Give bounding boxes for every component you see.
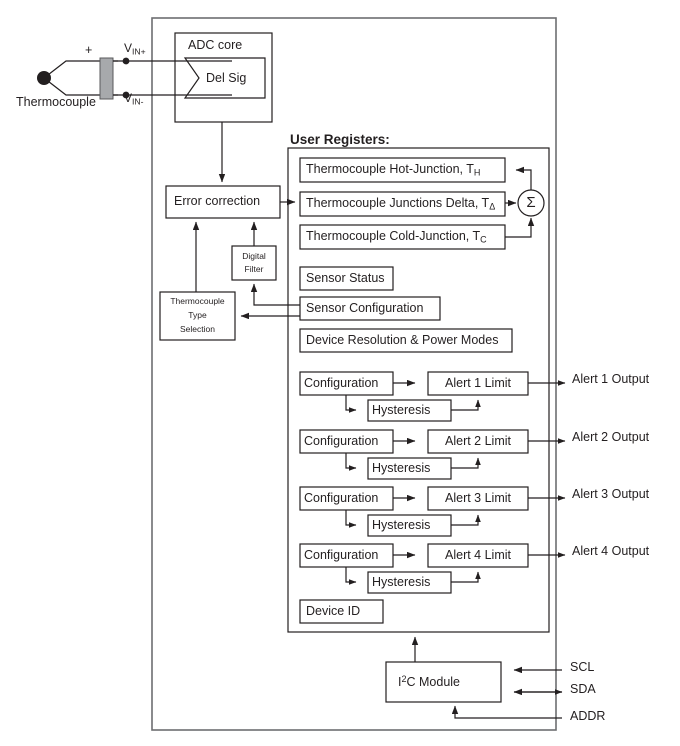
error-correction-label: Error correction	[174, 194, 261, 208]
sda-pin-label: SDA	[570, 682, 596, 696]
alert-4-limit-label: Alert 4 Limit	[445, 548, 511, 562]
alert-2-hysteresis-label: Hysteresis	[372, 461, 431, 475]
alert-1-limit-label: Alert 1 Limit	[445, 376, 511, 390]
junctions-delta-text: Thermocouple Junctions Delta, T	[306, 196, 490, 210]
vin-plus-base: V	[124, 41, 133, 55]
alert-2-limit-label: Alert 2 Limit	[445, 434, 511, 448]
device-resolution-label: Device Resolution & Power Modes	[306, 333, 499, 347]
i2c-module-i: I	[398, 674, 402, 689]
alert-3-config-to-hysteresis-arrow	[345, 510, 357, 528]
alert-3-hysteresis-label: Hysteresis	[372, 518, 431, 532]
terminal-block-connector	[99, 57, 114, 100]
alert-4-configuration-label: Configuration	[304, 548, 379, 562]
alert-4-hysteresis-to-limit-arrow	[451, 571, 481, 583]
alert-2-config-to-hysteresis-arrow	[345, 453, 357, 471]
hot-junction-text: Thermocouple Hot-Junction, T	[306, 162, 474, 176]
alert-4-config-to-hysteresis-arrow	[345, 567, 357, 585]
digital-filter-label-line2: Filter	[244, 264, 264, 274]
del-sig-label: Del Sig	[206, 71, 247, 85]
alert-3-output-label: Alert 3 Output	[572, 487, 650, 501]
alert-3-configuration-label: Configuration	[304, 491, 379, 505]
alert-1-hysteresis-label: Hysteresis	[372, 403, 431, 417]
vin-plus-subscript: IN+	[132, 46, 146, 57]
cold-junction-register-label: Thermocouple Cold-Junction, TC	[306, 230, 487, 245]
cold-junction-subscript: C	[480, 234, 487, 245]
thermocouple-label: Thermocouple	[16, 95, 96, 109]
junctions-delta-register-label: Thermocouple Junctions Delta, TΔ	[306, 197, 495, 212]
thermocouple-type-selection-box	[159, 291, 236, 341]
hot-junction-register-label: Thermocouple Hot-Junction, TH	[306, 163, 480, 178]
sum-to-hot-junction-arrow	[515, 166, 532, 190]
i2c-module-label: I2C Module	[398, 674, 461, 689]
alert-1-configuration-label: Configuration	[304, 376, 379, 390]
vin-plus-node-dot	[122, 57, 130, 65]
thermocouple-junction-dot	[37, 71, 51, 85]
i2c-module-box	[385, 661, 502, 703]
alert-3-limit-label: Alert 3 Limit	[445, 491, 511, 505]
sensor-status-label: Sensor Status	[306, 271, 385, 285]
alert-4-output-label: Alert 4 Output	[572, 544, 650, 558]
device-boundary	[151, 17, 557, 731]
sensor-configuration-box	[299, 296, 441, 321]
vin-minus-base: V	[124, 91, 133, 105]
vin-minus-label: VIN-	[124, 92, 144, 106]
i2c-module-rest: C Module	[406, 674, 461, 689]
alert-1-output-label: Alert 1 Output	[572, 372, 650, 386]
sensor-config-to-digital-filter-arrow	[250, 283, 300, 306]
hot-junction-subscript: H	[473, 167, 481, 178]
addr-pin-label: ADDR	[570, 709, 606, 723]
cold-junction-text: Thermocouple Cold-Junction, T	[306, 229, 481, 243]
summing-node-symbol: Σ	[526, 194, 536, 211]
device-resolution-box	[299, 328, 513, 353]
adc-core-box	[174, 32, 273, 123]
device-id-label: Device ID	[306, 604, 361, 618]
cold-junction-to-sum-arrow	[505, 217, 535, 238]
alert-2-output-label: Alert 2 Output	[572, 430, 650, 444]
type-selection-label-line2: Type	[188, 310, 207, 320]
scl-pin-label: SCL	[570, 660, 595, 674]
alert-1-config-to-hysteresis-arrow	[345, 395, 357, 413]
digital-filter-label-line1: Digital	[242, 251, 266, 261]
junctions-delta-subscript: Δ	[489, 201, 496, 212]
type-selection-label-line1: Thermocouple	[170, 296, 225, 306]
vin-minus-subscript: IN-	[132, 96, 144, 107]
alert-3-hysteresis-to-limit-arrow	[451, 514, 481, 526]
sensor-configuration-label: Sensor Configuration	[306, 301, 424, 315]
vin-plus-label: VIN+	[124, 42, 146, 56]
polarity-plus-label: +	[85, 43, 93, 57]
i2c-module-superscript: 2	[401, 674, 407, 684]
sensor-status-box	[299, 266, 394, 291]
alert-4-hysteresis-label: Hysteresis	[372, 575, 431, 589]
user-registers-box	[287, 147, 550, 633]
alert-2-configuration-label: Configuration	[304, 434, 379, 448]
hot-junction-register-box	[299, 157, 506, 183]
del-sig-modulator-shape	[183, 57, 266, 99]
device-id-box	[299, 599, 384, 624]
addr-input-line	[451, 705, 562, 719]
vin-minus-node-dot	[122, 91, 130, 99]
user-registers-heading: User Registers:	[290, 132, 390, 147]
alert-1-hysteresis-to-limit-arrow	[451, 399, 481, 411]
alert-2-hysteresis-to-limit-arrow	[451, 457, 481, 469]
junctions-delta-register-box	[299, 191, 506, 217]
type-selection-label-line3: Selection	[180, 324, 215, 334]
adc-core-title: ADC core	[188, 38, 243, 52]
